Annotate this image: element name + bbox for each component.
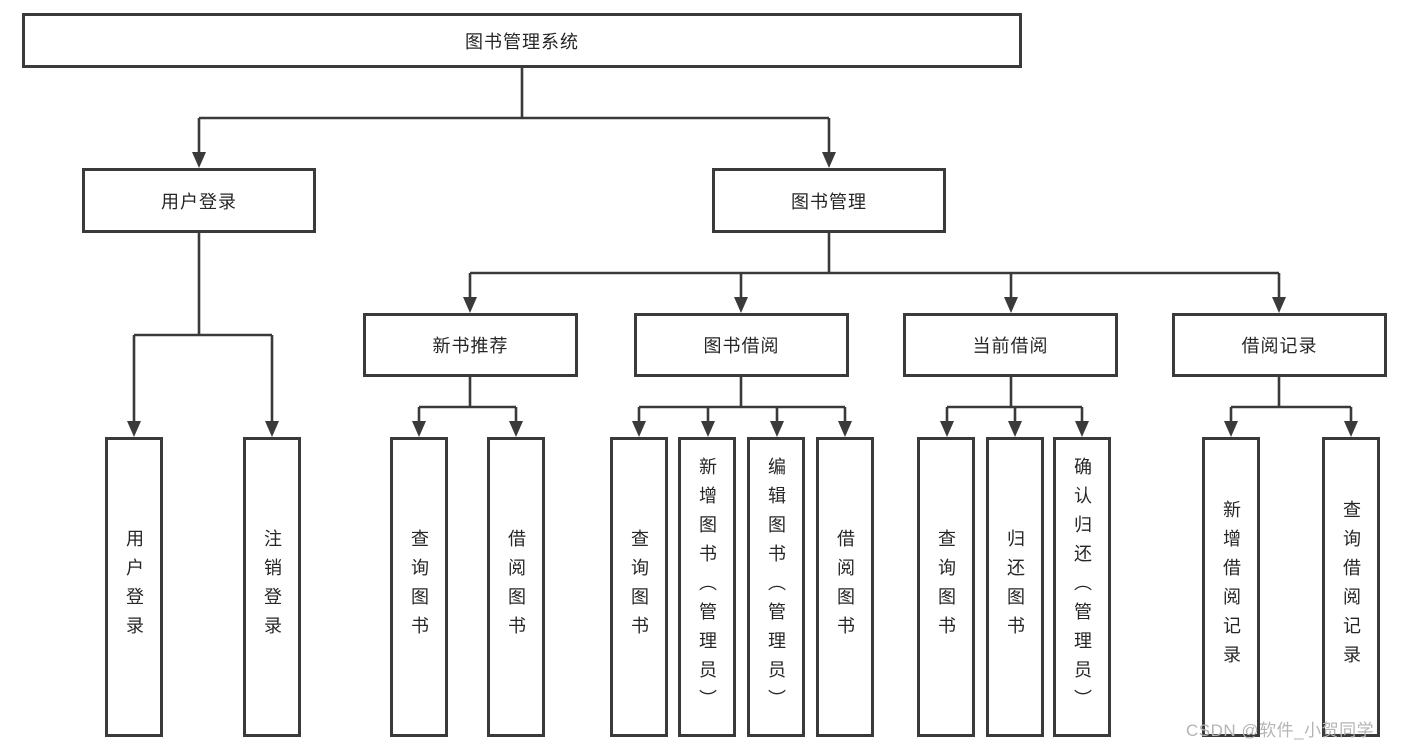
arrow-down-icon [1272,297,1286,313]
connectors-book-mgmt-to-level2 [463,233,1286,313]
leaf-query-borrow-record-label: 查询借阅记录 [1341,500,1361,674]
leaf-user-login-label: 用户登录 [124,529,144,645]
leaf-return-book: 归还图书 [986,437,1044,737]
node-borrow-records: 借阅记录 [1172,313,1387,377]
leaf-borrow-book-recommend: 借阅图书 [487,437,545,737]
connectors-user-login-to-leaves [127,233,279,437]
connectors-borrow-records [1224,377,1358,437]
leaf-add-borrow-record: 新增借阅记录 [1202,437,1260,737]
leaf-query-book-borrow-label: 查询图书 [629,529,649,645]
arrow-down-icon [127,421,141,437]
arrow-down-icon [734,297,748,313]
arrow-down-icon [1008,421,1022,437]
node-book-borrow-label: 图书借阅 [703,336,780,356]
leaf-query-book-current: 查询图书 [917,437,975,737]
leaf-logout: 注销登录 [243,437,301,737]
leaf-borrow-book-label: 借阅图书 [835,529,855,645]
arrow-down-icon [701,421,715,437]
node-book-borrow: 图书借阅 [634,313,849,377]
leaf-logout-label: 注销登录 [262,529,282,645]
arrow-down-icon [1004,297,1018,313]
leaf-return-book-label: 归还图书 [1005,529,1025,645]
node-root-label: 图书管理系统 [465,31,579,52]
leaf-add-borrow-record-label: 新增借阅记录 [1221,500,1241,674]
arrow-down-icon [770,421,784,437]
leaf-edit-book-admin-label: 编辑图书（管理员） [766,456,786,718]
watermark: CSDN @软件_小贺同学 [1186,721,1375,740]
arrow-down-icon [509,421,523,437]
leaf-query-book-recommend: 查询图书 [390,437,448,737]
node-book-management: 图书管理 [712,168,946,233]
arrow-down-icon [1075,421,1089,437]
arrow-down-icon [463,297,477,313]
arrow-down-icon [1224,421,1238,437]
leaf-query-borrow-record: 查询借阅记录 [1322,437,1380,737]
arrow-down-icon [822,152,836,168]
leaf-confirm-return-admin-label: 确认归还（管理员） [1072,456,1092,718]
leaf-borrow-book-recommend-label: 借阅图书 [506,529,526,645]
arrow-down-icon [1344,421,1358,437]
leaf-add-book-admin-label: 新增图书（管理员） [697,456,717,718]
leaf-query-book-current-label: 查询图书 [936,529,956,645]
node-root: 图书管理系统 [22,13,1022,68]
arrow-down-icon [838,421,852,437]
leaf-user-login: 用户登录 [105,437,163,737]
leaf-query-book-borrow: 查询图书 [610,437,668,737]
node-book-management-label: 图书管理 [791,191,867,212]
node-current-borrow: 当前借阅 [903,313,1118,377]
arrow-down-icon [192,152,206,168]
leaf-borrow-book: 借阅图书 [816,437,874,737]
leaf-edit-book-admin: 编辑图书（管理员） [747,437,805,737]
connectors-current-borrow [940,377,1089,437]
node-current-borrow-label: 当前借阅 [972,336,1049,356]
node-borrow-records-label: 借阅记录 [1241,336,1318,356]
connectors-new-book-recommend [412,377,523,437]
arrow-down-icon [412,421,426,437]
leaf-add-book-admin: 新增图书（管理员） [678,437,736,737]
leaf-query-book-recommend-label: 查询图书 [409,529,429,645]
leaf-confirm-return-admin: 确认归还（管理员） [1053,437,1111,737]
node-new-book-recommend: 新书推荐 [363,313,578,377]
node-new-book-recommend-label: 新书推荐 [432,336,509,356]
connectors-root-to-level1 [192,68,836,168]
node-user-login: 用户登录 [82,168,316,233]
arrow-down-icon [940,421,954,437]
arrow-down-icon [265,421,279,437]
node-user-login-label: 用户登录 [161,191,237,212]
arrow-down-icon [632,421,646,437]
connectors-book-borrow [632,377,852,437]
